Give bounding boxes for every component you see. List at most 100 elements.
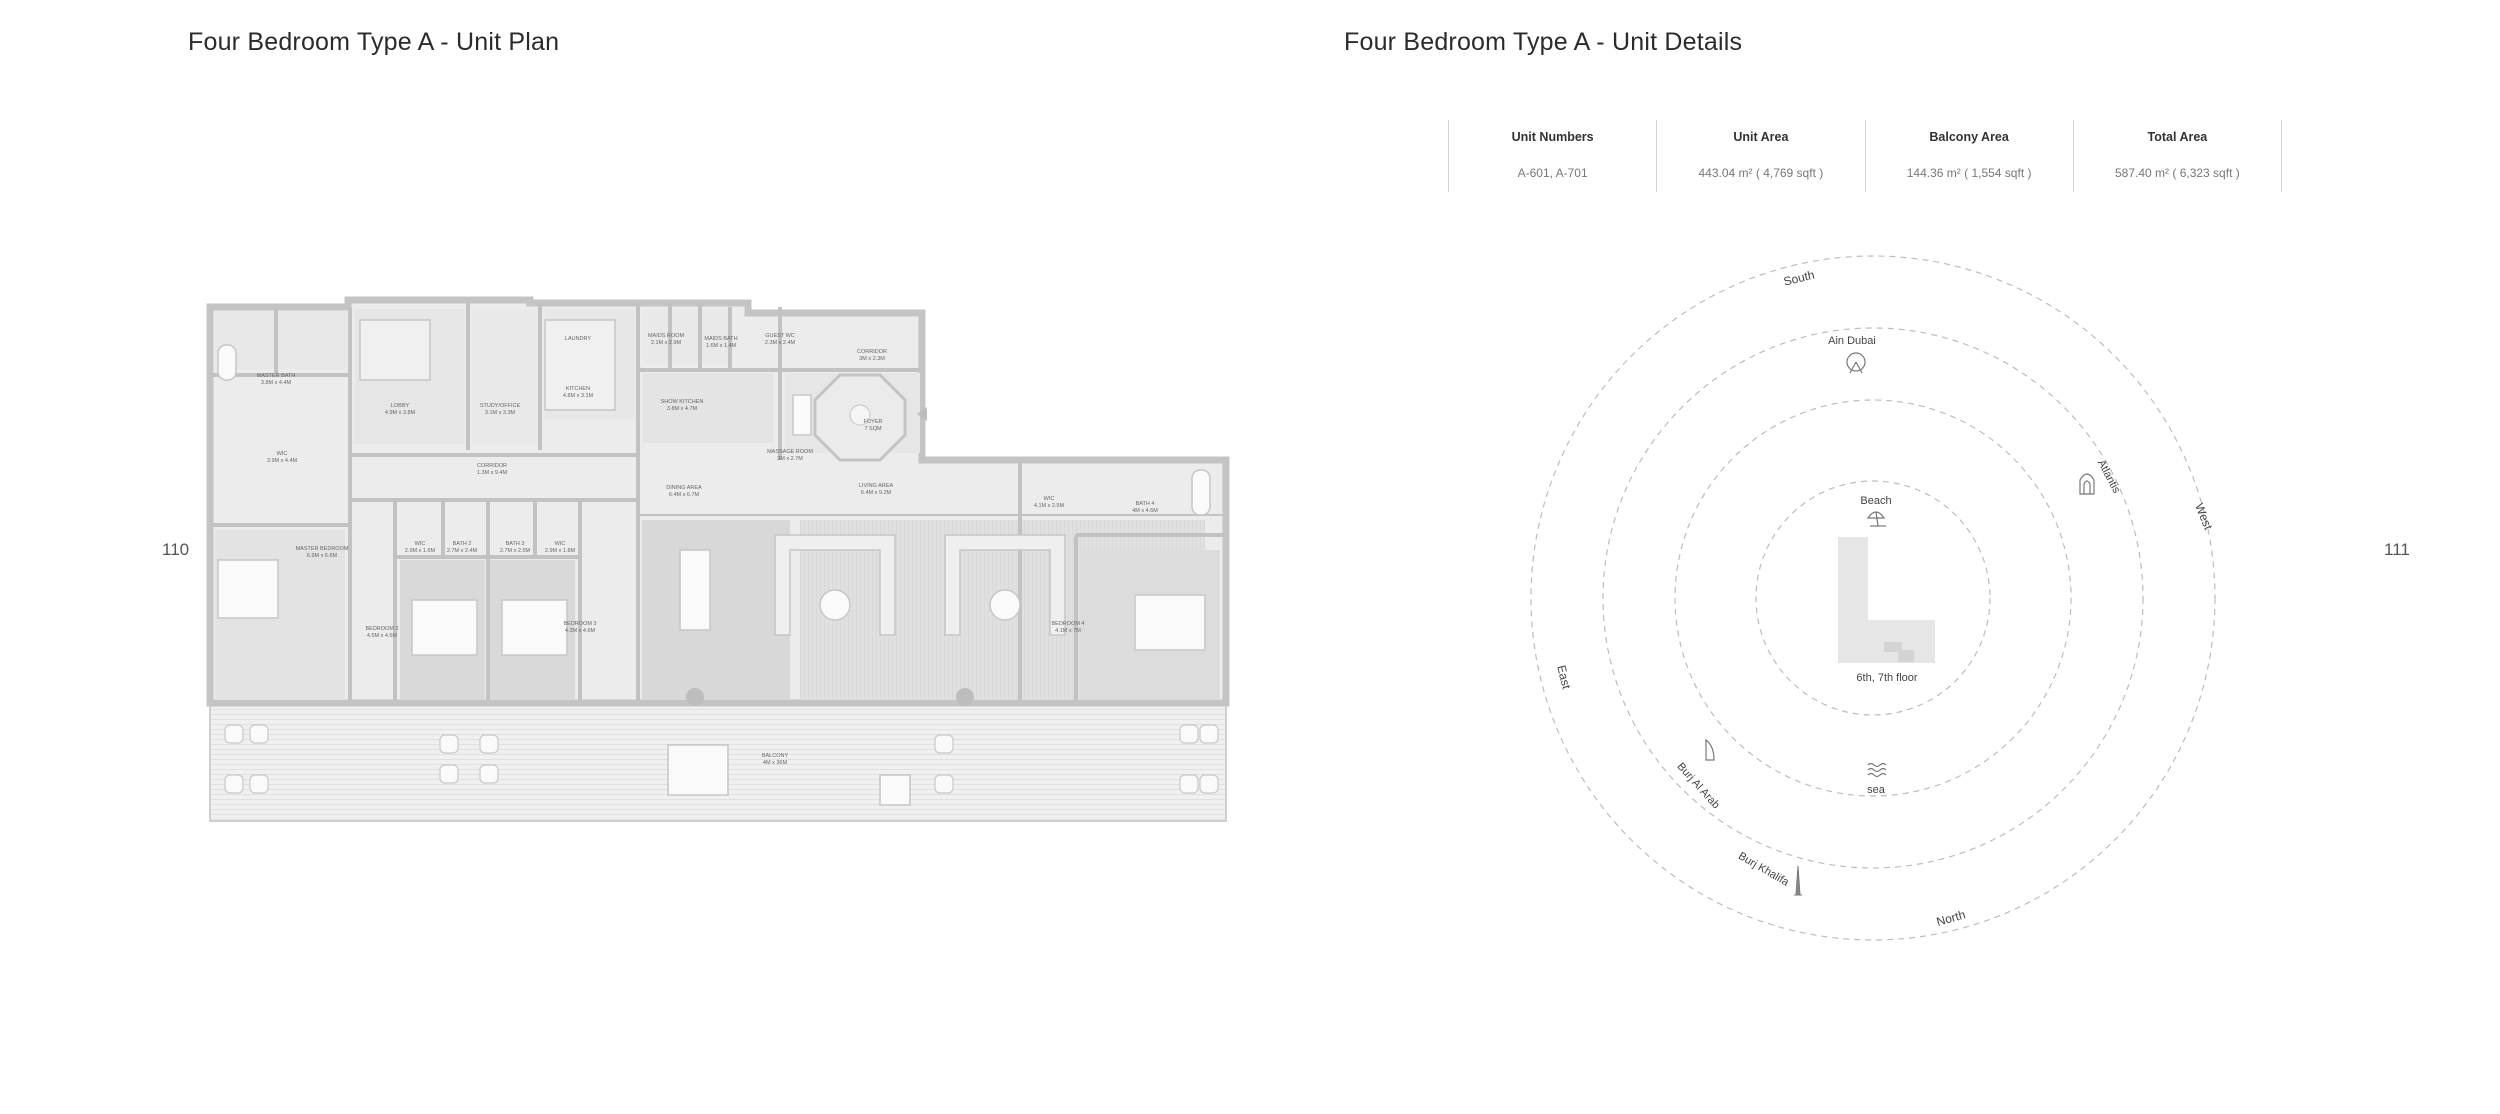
label-show-kitchen: SHOW KITCHEN (661, 399, 704, 405)
orientation-diagram: South West North East Ain Dubai Atlantis… (1530, 255, 2216, 941)
details-header: Total Area (2147, 130, 2208, 144)
landmark-sea: sea (1867, 784, 1886, 796)
atlantis-icon (2079, 473, 2095, 495)
bed-2 (411, 599, 478, 656)
master-bed (217, 559, 279, 619)
plan-title: Four Bedroom Type A - Unit Plan (188, 28, 560, 56)
dining-table (679, 549, 711, 631)
details-value: 443.04 m² ( 4,769 sqft ) (1698, 166, 1824, 180)
bed-3 (501, 599, 568, 656)
master-tub (217, 344, 237, 381)
label-bedroom-3: BEDROOM 3 (563, 621, 596, 627)
svg-text:BATH 22.7M x 2.4M: BATH 22.7M x 2.4M (447, 541, 478, 554)
landmark-burj-khalifa: Burj Khalifa (1736, 850, 1791, 889)
building-footprint (1838, 537, 1935, 663)
building-caption: 6th, 7th floor (1856, 672, 1917, 684)
landmark-beach: Beach (1860, 495, 1891, 507)
details-header: Balcony Area (1929, 130, 2009, 144)
details-col-balcony-area: Balcony Area 144.36 m² ( 1,554 sqft ) (1864, 120, 2073, 192)
label-bath-3: BATH 3 (506, 541, 525, 547)
label-massage-room: MASSAGE ROOM (767, 449, 813, 455)
bed-4 (1134, 594, 1206, 651)
details-header: Unit Numbers (1511, 130, 1594, 144)
direction-west: West (2192, 501, 2215, 532)
details-value: 144.36 m² ( 1,554 sqft ) (1906, 166, 2032, 180)
landmark-atlantis: Atlantis (2095, 458, 2123, 496)
details-title: Four Bedroom Type A - Unit Details (1344, 28, 1743, 56)
label-dining: DINING AREA (666, 485, 702, 491)
page-number-left: 110 (162, 540, 190, 559)
entry-arrow-icon (917, 407, 927, 421)
svg-text:BEDROOM 24.5M x 4.6M: BEDROOM 24.5M x 4.6M (365, 626, 398, 639)
sea-waves-icon (1867, 762, 1887, 778)
label-corridor-main: CORRIDOR (477, 463, 507, 469)
details-col-total-area: Total Area 587.40 m² ( 6,323 sqft ) (2072, 120, 2282, 192)
label-kitchen: KITCHEN (566, 386, 590, 392)
massage-table (792, 394, 812, 436)
label-bath-2: BATH 2 (453, 541, 472, 547)
label-laundry: LAUNDRY (565, 336, 592, 342)
svg-text:LAUNDRY: LAUNDRY (565, 336, 592, 342)
direction-north: North (1935, 907, 1967, 929)
direction-south: South (1782, 268, 1816, 289)
label-master-bedroom: MASTER BEDROOM (296, 546, 349, 552)
details-header: Unit Area (1733, 130, 1789, 144)
ferris-wheel-icon (1846, 352, 1866, 374)
unit-details-table: Unit Numbers A-601, A-701 Unit Area 443.… (1448, 120, 2282, 192)
label-lobby: LOBBY (391, 403, 410, 409)
label-bath-4: BATH 4 (1136, 501, 1155, 507)
burj-khalifa-icon (1794, 865, 1802, 896)
details-value: 587.40 m² ( 6,323 sqft ) (2115, 166, 2240, 180)
label-corridor-top: CORRIDOR (857, 349, 887, 355)
ring-2 (1674, 399, 2072, 797)
direction-east: East (1554, 664, 1574, 691)
beach-umbrella-icon (1866, 511, 1886, 527)
label-wic-4: WIC (1044, 496, 1055, 502)
landmark-burj-al-arab: Burj Al Arab (1675, 761, 1722, 812)
landmark-ain-dubai: Ain Dubai (1828, 335, 1876, 347)
svg-text:BATH 44M x 4.6M: BATH 44M x 4.6M (1132, 501, 1158, 514)
label-living: LIVING AREA (859, 483, 894, 489)
label-foyer: FOYER (864, 419, 883, 425)
details-col-unit-area: Unit Area 443.04 m² ( 4,769 sqft ) (1656, 120, 1864, 192)
bath4-tub (1191, 469, 1211, 516)
label-balcony: BALCONY (762, 753, 789, 759)
details-col-unit-numbers: Unit Numbers A-601, A-701 (1448, 120, 1656, 192)
label-maids-room: MAIDS ROOM (648, 333, 684, 339)
ring-3 (1602, 327, 2144, 869)
label-wic-2: WIC (415, 541, 426, 547)
page-number-right: 111 (2384, 540, 2410, 559)
ring-outer (1530, 255, 2216, 941)
svg-text:BATH 32.7M x 2.5M: BATH 32.7M x 2.5M (500, 541, 531, 554)
label-wic-3: WIC (555, 541, 566, 547)
label-maids-bath: MAIDS BATH (704, 336, 737, 342)
label-wic-master: WIC (277, 451, 288, 457)
label-guest-wc: GUEST WC (765, 333, 795, 339)
svg-text:BEDROOM 34.3M x 4.6M: BEDROOM 34.3M x 4.6M (563, 621, 596, 634)
label-study: STUDY/OFFICE (480, 403, 521, 409)
details-value: A-601, A-701 (1517, 166, 1588, 180)
label-bedroom-2: BEDROOM 2 (365, 626, 398, 632)
svg-text:GUEST WC2.3M x 2.4M: GUEST WC2.3M x 2.4M (765, 333, 796, 346)
svg-text:BEDROOM 44.1M x 7M: BEDROOM 44.1M x 7M (1051, 621, 1084, 634)
